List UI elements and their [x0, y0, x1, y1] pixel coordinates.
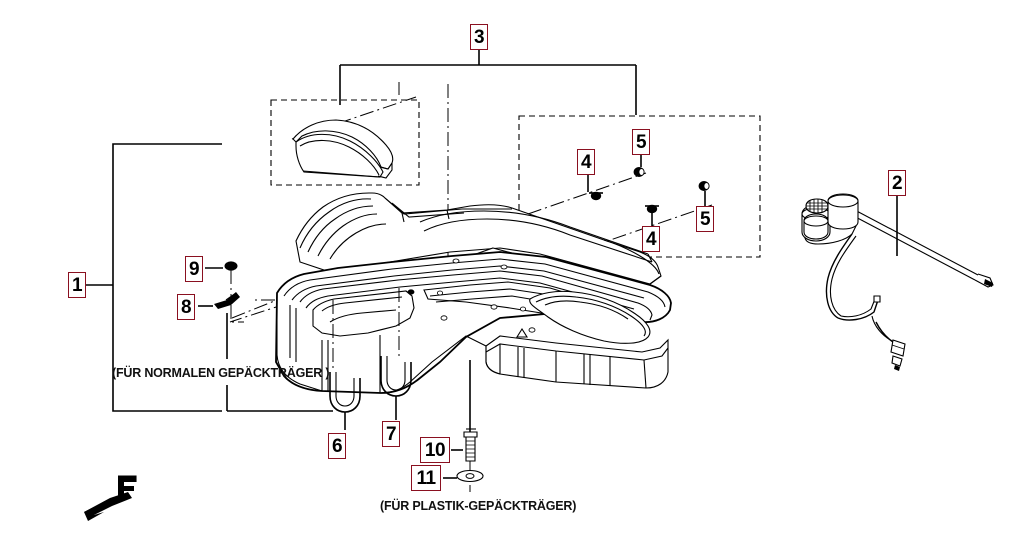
callout-8[interactable]: 8: [177, 294, 195, 320]
callout-10[interactable]: 10: [420, 437, 450, 463]
callout-7[interactable]: 7: [382, 421, 400, 447]
hook-6: [329, 372, 361, 430]
hook-7: [380, 356, 412, 420]
callout-9[interactable]: 9: [185, 256, 203, 282]
callout-4-upper[interactable]: 4: [577, 149, 595, 175]
backrest-leader: [291, 96, 417, 140]
callout-3[interactable]: 3: [470, 24, 488, 50]
grommet-9: [224, 261, 238, 271]
callout-1[interactable]: 1: [68, 272, 86, 298]
callout-5-lower[interactable]: 5: [696, 206, 714, 232]
hooks-6-7: [227, 288, 412, 430]
washer-11: [456, 461, 484, 492]
screw-10: [463, 428, 478, 462]
collar-4-upper: [589, 191, 603, 201]
fastener-10-11: [443, 360, 484, 492]
clip-8: [214, 292, 240, 309]
callout-5-upper[interactable]: 5: [632, 129, 650, 155]
top-case-body: [275, 192, 672, 394]
small-parts-8-9: [198, 261, 244, 411]
arrow-direction-mark: [84, 475, 137, 521]
callout-6[interactable]: 6: [328, 433, 346, 459]
bracket-part-3: [339, 50, 637, 115]
backrest-pad: [292, 119, 394, 179]
callout-11[interactable]: 11: [411, 465, 441, 491]
bracket-part-1: [86, 143, 222, 412]
dashed-box-backrest: [270, 99, 420, 186]
hardware-group-4-5: [527, 155, 713, 248]
collar-4-lower: [645, 204, 659, 214]
nut-5-upper: [633, 167, 645, 177]
note-normal-carrier: (FÜR NORMALEN GEPÄCKTRÄGER ): [112, 366, 330, 380]
nut-5-lower: [698, 181, 710, 191]
callout-4-lower[interactable]: 4: [642, 226, 660, 252]
note-plastic-carrier: (FÜR PLASTIK-GEPÄCKTRÄGER): [380, 499, 577, 513]
callout-2[interactable]: 2: [888, 170, 906, 196]
fuel-sender-unit: [801, 193, 994, 371]
